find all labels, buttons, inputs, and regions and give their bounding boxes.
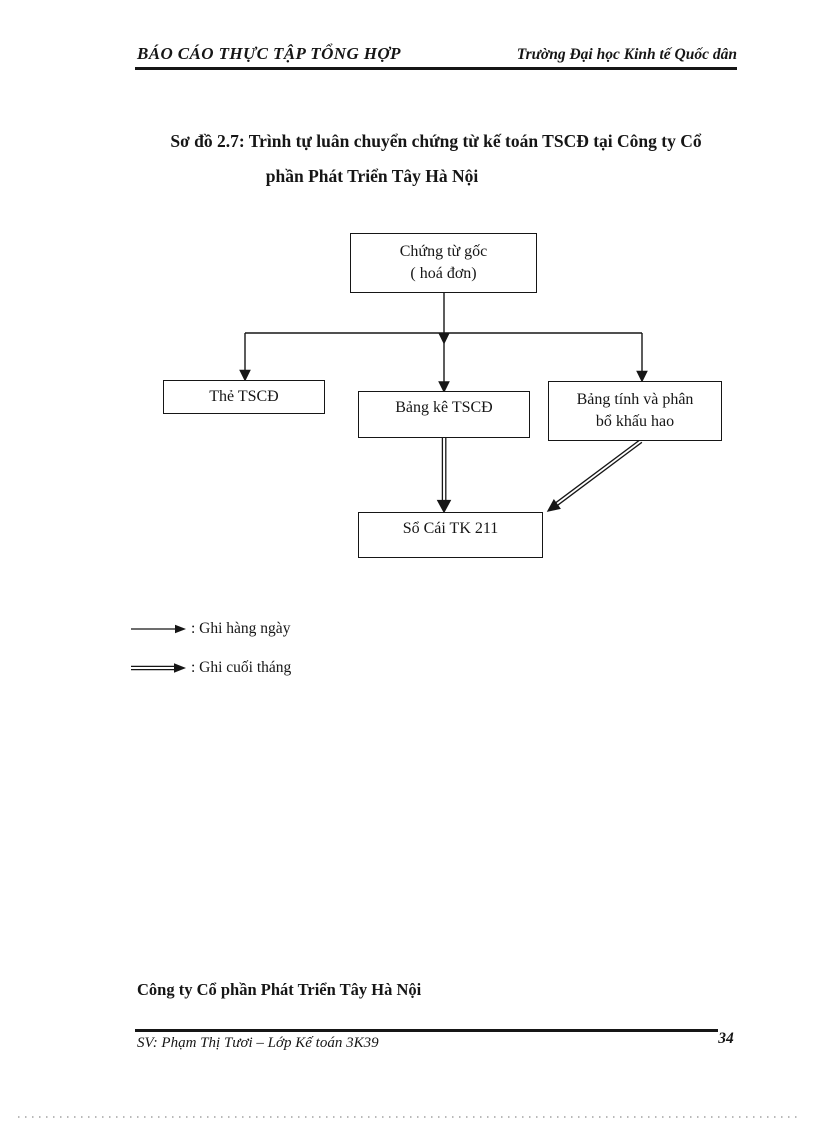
diagram-title-line1: Sơ đồ 2.7: Trình tự luân chuyển chứng từ… <box>170 131 702 151</box>
arrowhead-split-center-icon <box>438 332 450 345</box>
arrowhead-depr-to-ledger-icon <box>546 498 561 512</box>
depreciation-box-line1: Bảng tính và phân <box>576 391 694 408</box>
double-line-depr-to-ledger-b <box>552 439 641 506</box>
single-arrow-icon <box>131 624 186 634</box>
diagram-title-line2: phần Phát Triển Tây Hà Nội <box>265 166 479 186</box>
double-line-depr-to-ledger-a <box>554 441 643 508</box>
general-ledger-label: Sổ Cái TK 211 <box>402 520 499 537</box>
flow-box-source-documents: Chứng từ gốc ( hoá đơn) <box>350 233 537 293</box>
depreciation-box-line2: bổ khấu hao <box>595 413 675 430</box>
arrowhead-to-card-icon <box>239 369 251 382</box>
double-arrow-icon <box>131 663 186 673</box>
scan-edge-dots <box>18 1116 798 1118</box>
company-name-line: Công ty Cổ phần Phát Triển Tây Hà Nội <box>137 980 422 999</box>
page-header: BÁO CÁO THỰC TẬP TỔNG HỢP Trường Đại học… <box>137 44 737 64</box>
header-rule <box>135 67 737 70</box>
flow-box-general-ledger: Sổ Cái TK 211 <box>358 512 543 558</box>
header-report-title: BÁO CÁO THỰC TẬP TỔNG HỢP <box>137 44 401 63</box>
footer-student-info: SV: Phạm Thị Tươi – Lớp Kế toán 3K39 <box>137 1035 379 1051</box>
flow-box-asset-card: Thẻ TSCĐ <box>163 380 325 414</box>
monthly-flow-lines <box>436 438 643 514</box>
daily-flow-lines <box>239 293 648 394</box>
legend-daily-label: : Ghi hàng ngày <box>191 620 291 637</box>
footer-rule <box>135 1029 718 1032</box>
arrowhead-to-depreciation-icon <box>636 370 648 383</box>
legend-monthly-label: : Ghi cuối tháng <box>191 659 292 676</box>
asset-card-label: Thẻ TSCĐ <box>209 388 279 405</box>
asset-list-label: Bảng kê TSCĐ <box>395 399 493 416</box>
arrowhead-list-to-ledger-icon <box>436 499 452 514</box>
source-box-line1: Chứng từ gốc <box>399 243 488 260</box>
legend-monthly-entry: : Ghi cuối tháng <box>130 658 291 678</box>
flow-box-depreciation-sheet: Bảng tính và phân bổ khấu hao <box>548 381 722 441</box>
legend-daily-entry: : Ghi hàng ngày <box>130 619 290 639</box>
page-number: 34 <box>718 1030 734 1047</box>
header-university-name: Trường Đại học Kinh tế Quốc dân <box>516 46 737 63</box>
flow-box-asset-list: Bảng kê TSCĐ <box>358 391 530 438</box>
source-box-line2: ( hoá đơn) <box>410 265 477 282</box>
